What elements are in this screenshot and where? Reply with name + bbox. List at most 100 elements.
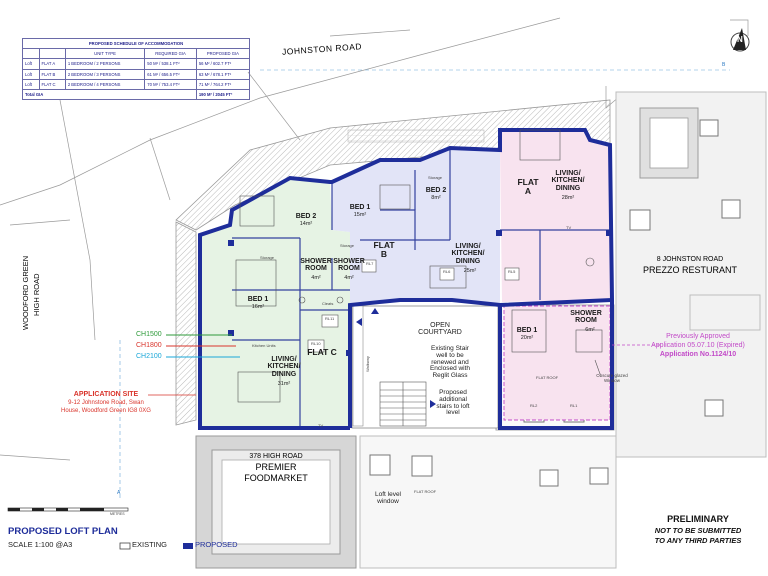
kitchen-units-label: Kitchen Units: [252, 343, 276, 348]
drawing-title: PROPOSED LOFT PLAN: [8, 526, 118, 537]
schedule-cell: 2 BEDROOM / 4 PERSONS: [64, 78, 146, 90]
living-b-area: 25m²: [463, 268, 477, 274]
schedule-header: UNIT TYPE: [64, 48, 146, 60]
flat-roof-label: FLAT ROOF: [536, 375, 559, 380]
courtyard-label: OPEN COURTYARD: [418, 322, 462, 337]
table-row-total: Total GIA 190 M² / 2045 FT²: [22, 88, 251, 101]
structural-columns: [228, 230, 612, 356]
schedule-cell: 61 M² / 656.5 FT²: [144, 68, 197, 80]
bed2-c-area: 14m²: [299, 221, 313, 227]
accommodation-schedule-table: PROPOSED SCHEDULE OF ACCOMMODATION UNIT …: [22, 37, 251, 101]
shower-b-area: 4m²: [311, 275, 321, 281]
schedule-total-value: 190 M² / 2045 FT²: [195, 88, 251, 101]
rooflight-boxes: [307, 259, 520, 353]
living-a-area: 28m²: [561, 195, 575, 201]
road-label-woodford-1: WOODFORD GREEN: [21, 255, 30, 330]
previously-approved-line-2: Application 05.07.10 (Expired): [651, 342, 745, 349]
schedule-title: PROPOSED SCHEDULE OF ACCOMMODATION: [22, 37, 250, 50]
schedule-cell: 71 M² / 764.2 FT²: [195, 78, 251, 90]
north-label: N: [737, 35, 743, 44]
living-b-label: LIVING/ KITCHEN/ DINING: [451, 243, 485, 265]
flat-a-fill: [500, 130, 612, 302]
storage-label: Storage: [340, 243, 355, 248]
bed1-a-area: 20m²: [520, 335, 534, 341]
schedule-cell: 2 BEDROOM / 3 PERSONS: [64, 68, 146, 80]
bed1-a-label: BED 1: [516, 327, 538, 334]
schedule-cell: 70 M² / 753.4 FT²: [144, 78, 197, 90]
neighbour-building-foodmarket: [195, 435, 617, 569]
table-row: Loft FLAT A 1 BEDROOM / 2 PERSONS 50 M² …: [22, 58, 251, 70]
rooflight-label: RL7: [366, 261, 374, 266]
previously-approved-line-1: Previously Approved: [666, 333, 730, 340]
obscure-leader: [594, 359, 601, 375]
flat-b-label: FLAT B: [373, 240, 395, 259]
rooflight-label: RL6: [443, 269, 451, 274]
shower-a-area: 6m²: [585, 327, 595, 333]
flat-roof-label: FLAT ROOF: [414, 489, 437, 494]
foodmarket-name-1: PREMIER: [255, 462, 297, 472]
proposed-stairs-note: Proposed additional stairs to loft level: [436, 389, 470, 417]
rooflight-label: RL11: [325, 316, 335, 321]
tv-label: TV: [566, 225, 572, 230]
flat-c-label: FLAT C: [307, 347, 337, 357]
bed1-c-label: BED 1: [247, 296, 269, 303]
shower-b-label: SHOWER ROOM: [300, 258, 332, 273]
storage-label: Storage: [428, 175, 443, 180]
bed2-b-area: 8m²: [431, 195, 441, 201]
bed2-b-label: BED 2: [425, 187, 447, 194]
schedule-cell: FLAT A: [38, 58, 66, 70]
schedule-cell: Loft: [22, 58, 40, 70]
application-site-title: APPLICATION SITE: [73, 391, 139, 398]
rooflight-label: RL10: [311, 341, 321, 346]
ch2100-label: CH2100: [136, 353, 162, 360]
table-row: Loft FLAT C 2 BEDROOM / 4 PERSONS 70 M² …: [22, 78, 251, 90]
scale-bar: [7, 507, 129, 512]
schedule-total-label: Total GIA: [22, 88, 197, 101]
schedule-cell: FLAT B: [38, 68, 66, 80]
schedule-cell: 56 M² / 602.7 FT²: [195, 58, 251, 70]
proposed-walls: [198, 128, 615, 430]
legend-proposed: PROPOSED: [195, 540, 238, 549]
entry-arrows: [356, 308, 436, 408]
schedule-cell: Loft: [22, 68, 40, 80]
neighbour-name: PREZZO RESTURANT: [642, 265, 738, 275]
schedule-cell: 50 M² / 538.1 FT²: [144, 58, 197, 70]
application-site-address-2: House, Woodford Green IG8 0XG: [61, 408, 151, 414]
table-row: Loft FLAT B 2 BEDROOM / 3 PERSONS 61 M² …: [22, 68, 251, 80]
preliminary-line-2: NOT TO BE SUBMITTED: [654, 526, 742, 535]
preliminary-title: PRELIMINARY: [667, 514, 729, 524]
context-linework: [0, 17, 749, 461]
north-arrow-icon: [730, 28, 750, 52]
drawing-scale: SCALE 1:100 @A3: [8, 540, 73, 549]
rooflight-label: RL2: [530, 403, 538, 408]
shower-c-label: SHOWER ROOM: [333, 258, 365, 273]
existing-swatch: [119, 542, 131, 550]
foodmarket-name-2: FOODMARKET: [244, 473, 308, 483]
schedule-cell: 63 M² / 678.1 FT²: [195, 68, 251, 80]
road-label-woodford-2: HIGH ROAD: [32, 273, 41, 316]
schedule-cell: FLAT C: [38, 78, 66, 90]
living-a-label: LIVING/ KITCHEN/ DINING: [551, 170, 585, 192]
rooflight-label: RL1: [570, 403, 578, 408]
section-mark-b: B: [722, 62, 726, 68]
storage-label: Storage: [260, 255, 275, 260]
obscure-window-note: Obscure glazed Window: [596, 373, 628, 383]
neighbour-building-prezzo: [615, 91, 767, 458]
schedule-header: REQUIRED GIA: [144, 48, 197, 60]
living-c-area: 31m²: [277, 381, 291, 387]
schedule-cell: Loft: [22, 78, 40, 90]
schedule-header: PROPOSED GIA: [195, 48, 251, 60]
schedule-cell: 1 BEDROOM / 2 PERSONS: [64, 58, 146, 70]
schedule-header: [38, 48, 66, 60]
shower-c-area: 4m²: [344, 275, 354, 281]
tv-label: TV: [318, 423, 324, 428]
schedule-header: [22, 48, 40, 60]
loft-window-note: Loft level window: [374, 491, 402, 505]
flat-a-label: FLAT A: [517, 177, 539, 196]
bed2-c-label: BED 2: [295, 213, 317, 220]
ch-leaders: [166, 334, 240, 358]
application-site-address-1: 9-12 Johnstone Road, Swan: [68, 400, 144, 406]
existing-stair-note: Existing Stair well to be renewed and En…: [429, 345, 471, 380]
fixtures: [235, 129, 603, 403]
neighbour-address: 8 JOHNSTON ROAD: [656, 256, 724, 263]
